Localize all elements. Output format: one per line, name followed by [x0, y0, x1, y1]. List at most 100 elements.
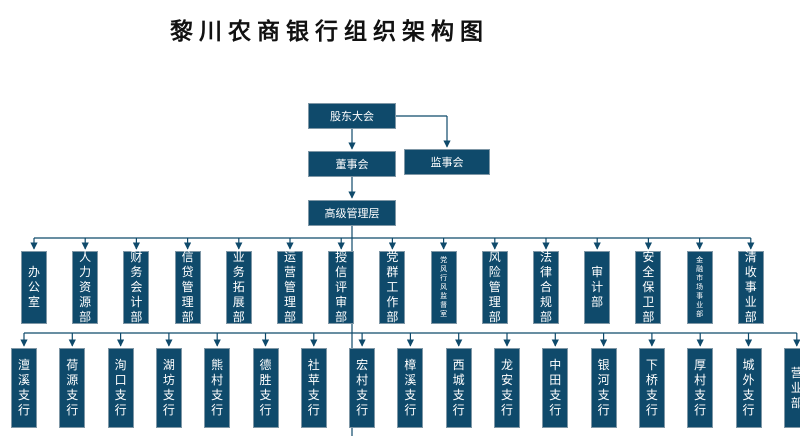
- branch-node-char: 村: [694, 373, 707, 387]
- branch-node-char: 西: [452, 358, 465, 372]
- branch-node: 宏村支行: [349, 348, 376, 428]
- branch-node: 樟溪支行: [397, 348, 424, 428]
- department-node-char: 财: [130, 250, 143, 264]
- department-node-char: 部: [181, 310, 194, 324]
- department-node-char: 部: [696, 310, 704, 318]
- chart-title: 黎川农商银行组织架构图: [170, 19, 489, 45]
- department-node: 办公室: [21, 251, 47, 324]
- department-node-char: 业: [744, 295, 757, 309]
- department-node-char: 部: [232, 310, 245, 324]
- department-node-char: 融: [696, 265, 704, 273]
- department-node-char: 部: [386, 310, 399, 324]
- department-node-char: 收: [744, 265, 757, 279]
- department-node-char: 审: [591, 265, 604, 279]
- branch-node-char: 德: [259, 358, 272, 372]
- branch-node-char: 行: [742, 403, 755, 417]
- branch-node-char: 龙: [500, 358, 513, 372]
- branch-node-char: 宏: [356, 358, 369, 372]
- department-node-char: 党: [440, 256, 448, 264]
- department-node: 审计部: [584, 251, 611, 324]
- department-node-char: 群: [386, 265, 399, 279]
- branch-node: 城外支行: [735, 348, 762, 428]
- branch-node-char: 熊: [211, 358, 224, 372]
- department-node-char: 监: [440, 292, 448, 300]
- department-node-char: 规: [539, 295, 552, 309]
- department-node-char: 源: [79, 295, 92, 309]
- department-node-char: 风: [440, 283, 448, 291]
- branch-node-char: 澶: [17, 358, 30, 372]
- shareholders-meeting-label: 股东大会: [330, 110, 374, 123]
- branch-node: 洵口支行: [107, 348, 134, 428]
- department-node-char: 部: [539, 310, 552, 324]
- board-of-directors-node: 董事会: [308, 151, 396, 177]
- department-node-char: 务: [130, 265, 143, 279]
- senior-management-node: 高级管理层: [308, 200, 396, 226]
- branch-node: 营业部: [783, 348, 800, 428]
- branch-node-char: 行: [356, 403, 369, 417]
- branch-node: 下桥支行: [638, 348, 665, 428]
- department-node: 法律合规部: [533, 250, 559, 324]
- branch-node: 银河支行: [590, 348, 617, 428]
- department-node-char: 业: [696, 301, 704, 309]
- department-node-char: 务: [232, 265, 245, 279]
- branch-node-char: 城: [452, 373, 465, 387]
- branch-node-char: 桥: [645, 373, 658, 387]
- branch-node-char: 社: [307, 358, 320, 372]
- branch-node-char: 支: [597, 388, 610, 402]
- branch-node-char: 营: [790, 365, 800, 380]
- department-node-char: 资: [79, 280, 92, 294]
- branch-node-char: 源: [66, 373, 79, 387]
- branch-node-char: 支: [645, 388, 658, 402]
- department-node-char: 授: [335, 250, 348, 264]
- department-node-char: 办: [27, 265, 40, 279]
- branch-node-char: 坊: [162, 373, 175, 387]
- department-node-char: 清: [744, 250, 757, 264]
- supervisory-board-node: 监事会: [404, 149, 490, 175]
- branch-node-char: 支: [452, 388, 465, 402]
- department-node-char: 管: [283, 280, 296, 294]
- department-node-char: 拓: [232, 280, 245, 294]
- branch-node: 西城支行: [445, 348, 472, 428]
- department-node-char: 公: [27, 280, 40, 294]
- branch-node-char: 支: [17, 388, 30, 402]
- department-node-char: 信: [335, 265, 348, 279]
- senior-management-label: 高级管理层: [324, 207, 380, 220]
- branch-node-char: 行: [694, 403, 707, 417]
- board-of-directors-label: 董事会: [335, 158, 369, 171]
- department-node-char: 理: [488, 295, 501, 309]
- branch-node-char: 胜: [259, 373, 272, 387]
- department-node: 信贷管理部: [174, 250, 201, 324]
- branch-node-char: 银: [597, 358, 610, 372]
- branch-node-char: 支: [742, 388, 755, 402]
- department-node-char: 部: [335, 310, 348, 324]
- branch-node-char: 行: [597, 403, 610, 417]
- branch-node-char: 苹: [307, 373, 320, 387]
- branch-node-char: 外: [742, 373, 755, 387]
- department-node-char: 市: [696, 274, 704, 282]
- branch-node-char: 业: [790, 380, 800, 395]
- department-node-char: 安: [642, 250, 655, 264]
- department-node-char: 室: [440, 310, 448, 318]
- branch-node: 中田支行: [542, 348, 569, 428]
- department-node-char: 风: [440, 265, 448, 273]
- branch-node-char: 部: [790, 395, 800, 410]
- branch-node: 湖坊支行: [155, 348, 182, 428]
- department-node-char: 信: [181, 250, 194, 264]
- department-node-char: 理: [283, 295, 296, 309]
- department-node-char: 审: [335, 295, 348, 309]
- branch-node-char: 田: [549, 373, 562, 387]
- department-node-char: 保: [642, 280, 655, 294]
- department-node-char: 卫: [642, 295, 655, 309]
- department-node-char: 管: [488, 280, 501, 294]
- branch-node-char: 支: [307, 388, 320, 402]
- department-node-char: 金: [696, 256, 704, 264]
- department-node-char: 管: [181, 280, 194, 294]
- branch-node-char: 行: [404, 403, 417, 417]
- branch-node: 社苹支行: [300, 348, 327, 428]
- department-node: 运营管理部: [277, 250, 303, 324]
- branch-node-char: 行: [162, 403, 175, 417]
- branch-node-char: 支: [694, 388, 707, 402]
- department-node-char: 督: [440, 301, 448, 309]
- branch-node: 澶溪支行: [11, 348, 37, 428]
- branch-node-char: 支: [500, 388, 513, 402]
